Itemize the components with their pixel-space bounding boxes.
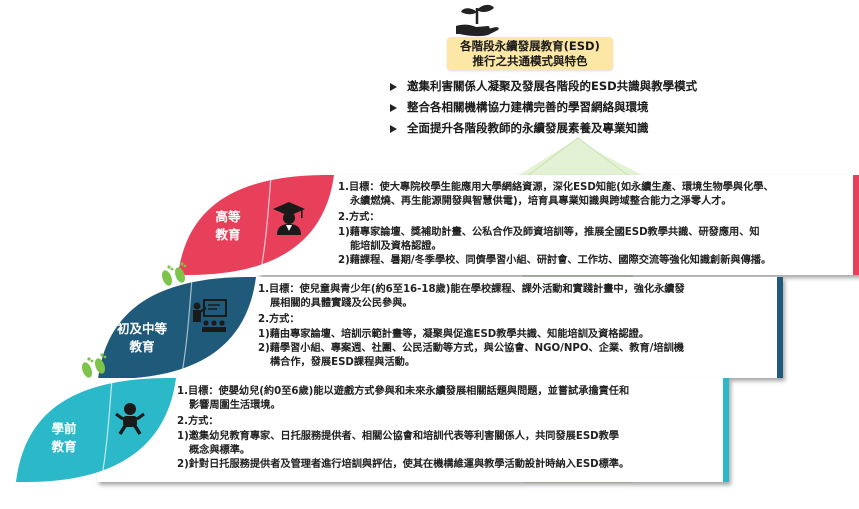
- method-1: 1)邀集幼兒教育專家、日托服務提供者、相關公協會和培訓代表等利害關係人，共同發展…: [177, 430, 619, 442]
- secondary-education-panel: 1.目標：使兒童與青少年(約6至16-18歲)能在學校課程、課外活動和實踐計畫中…: [178, 277, 783, 378]
- footprints-icon: [161, 262, 187, 286]
- method-title: 2.方式：: [258, 314, 300, 326]
- arrow-bullet-icon: [390, 82, 397, 91]
- goal-text: 1.目標：使嬰幼兒(約0至6歲)能以遊戲方式參與和未來永續發展相關話題與問題，並…: [177, 386, 630, 397]
- preschool-education-leaf: [16, 378, 176, 483]
- method-1-cont: 概念與標準。: [189, 444, 251, 456]
- goal-text: 1.目標：使大專院校學生能應用大學網絡資源，深化ESD知能(如永續生產、環境生物…: [338, 182, 774, 193]
- goal-text-cont: 展相關的具體實踐及公民參與。: [270, 298, 413, 310]
- hand-plant-icon: [456, 4, 499, 37]
- title-box: 各階段永續發展教育(ESD) 推行之共通模式與特色: [447, 37, 613, 70]
- secondary-education-label: 初及中等 教育: [116, 321, 167, 354]
- footprints-icon: [81, 353, 107, 378]
- method-title: 2.方式：: [338, 212, 380, 224]
- higher-education-label: 高等 教育: [215, 209, 241, 242]
- graduate-icon: [273, 202, 305, 235]
- teacher-classroom-icon: [193, 299, 227, 332]
- method-2: 2)藉課程、暑期/冬季學校、同儕學習小組、研討會、工作坊、國際交流等強化知識創新…: [338, 255, 772, 267]
- secondary-color-bar: [777, 277, 783, 378]
- secondary-education-leaf: [98, 277, 256, 380]
- arrow-bullet-icon: [390, 103, 397, 112]
- higher-education-leaf: [178, 175, 334, 276]
- method-1-cont: 能培訓及資格認證。: [350, 240, 442, 252]
- arrow-bullet-icon: [390, 124, 397, 133]
- goal-text: 1.目標：使兒童與青少年(約6至16-18歲)能在學校課程、課外活動和實踐計畫中…: [258, 284, 685, 295]
- preschool-education-panel: 1.目標：使嬰幼兒(約0至6歲)能以遊戲方式參與和未來永續發展相關話題與問題，並…: [97, 378, 729, 482]
- goal-text-cont: 永續燃燒、再生能源開發與智慧供電)，培育具專業知識與跨域整合能力之淨零人才。: [350, 196, 732, 208]
- goal-text-cont: 影響周圍生活環境。: [189, 400, 281, 412]
- title-line-1: 各階段永續發展教育(ESD): [460, 39, 600, 53]
- title-line-2: 推行之共通模式與特色: [472, 54, 588, 68]
- preschool-color-bar: [723, 378, 729, 482]
- bullet-list: 邀集利害關係人凝聚及發展各階段的ESD共識與教學模式 整合各相關機構協力建構完善…: [390, 76, 697, 139]
- bullet-item: 邀集利害關係人凝聚及發展各階段的ESD共識與教學模式: [390, 76, 697, 97]
- method-2-cont: 構合作，發展ESD課程與活動。: [270, 357, 416, 369]
- bullet-item: 全面提升各階段教師的永續發展素養及專業知識: [390, 118, 697, 139]
- method-2: 2)藉學習小組、專案週、社團、公民活動等方式，與公協會、NGO/NPO、企業、教…: [258, 342, 684, 354]
- method-1: 1)藉由專家論壇、培訓示範計畫等，凝聚與促進ESD教學共識、知能培訓及資格認證。: [258, 328, 650, 340]
- method-2: 2)針對日托服務提供者及管理者進行培訓與評估，使其在機構維運與教學活動設計時納入…: [177, 459, 630, 471]
- higher-color-bar: [853, 175, 859, 275]
- preschool-education-label: 學前 教育: [51, 421, 77, 454]
- method-title: 2.方式：: [177, 416, 219, 428]
- bullet-item: 整合各相關機構協力建構完善的學習網絡與環境: [390, 97, 697, 118]
- higher-education-panel: 1.目標：使大專院校學生能應用大學網絡資源，深化ESD知能(如永續生產、環境生物…: [258, 175, 859, 275]
- baby-icon: [115, 403, 145, 435]
- method-1: 1)藉專家論壇、獎補助計畫、公私合作及師資培訓等，推展全國ESD教學共識、研發應…: [338, 226, 760, 238]
